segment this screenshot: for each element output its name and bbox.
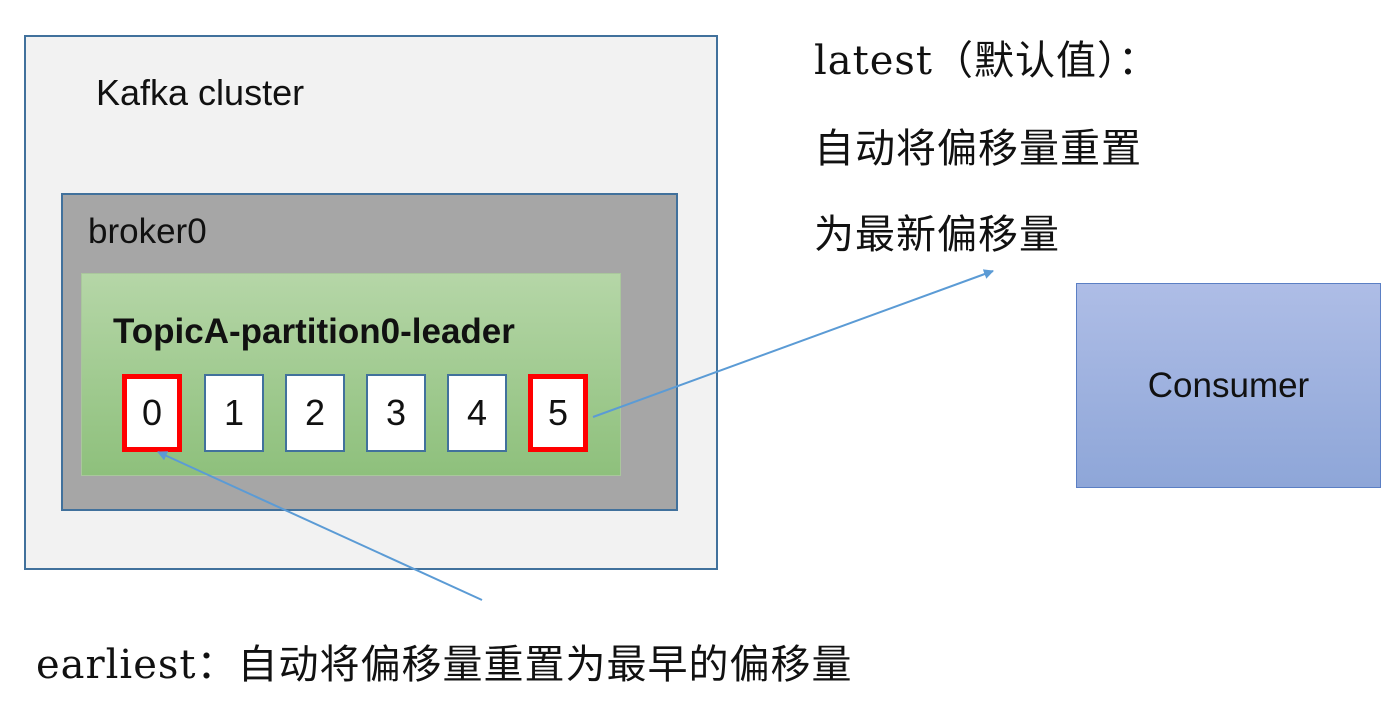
offset-cell: 2 [285,374,345,452]
offset-cell: 1 [204,374,264,452]
offset-cell-earliest: 0 [122,374,182,452]
latest-note-line2: 自动将偏移量重置 [814,126,1142,172]
offset-label: 1 [223,392,245,433]
offset-label: 2 [304,392,326,433]
latest-note-line3: 为最新偏移量 [814,212,1060,258]
earliest-note: earliest：自动将偏移量重置为最早的偏移量 [36,642,853,688]
consumer-box: Consumer [1076,283,1381,488]
partition-title: TopicA-partition0-leader [113,312,515,351]
offset-label: 5 [547,392,569,433]
offset-cell: 4 [447,374,507,452]
offset-label: 4 [466,392,488,433]
offset-label: 3 [385,392,407,433]
broker-title: broker0 [88,212,207,251]
offset-cell-latest: 5 [528,374,588,452]
cluster-title: Kafka cluster [96,72,305,113]
offset-label: 0 [141,392,163,433]
offset-cell: 3 [366,374,426,452]
consumer-label: Consumer [1147,365,1310,405]
latest-note-line1: latest（默认值）： [814,38,1159,84]
